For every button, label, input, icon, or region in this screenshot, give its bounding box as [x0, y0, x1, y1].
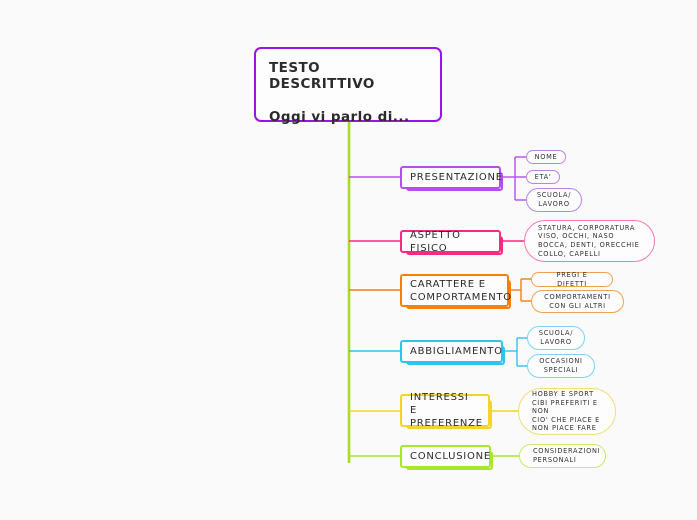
branch-interessi-e-preferenze[interactable]: INTERESSI E PREFERENZE — [400, 392, 492, 429]
leaf-label: PREGI E DIFETTI — [556, 270, 588, 288]
leaf-occasioni-speciali[interactable]: OCCASIONI SPECIALI — [527, 354, 595, 378]
leaf-label: OCCASIONI SPECIALI — [539, 357, 583, 374]
branch-label: CARATTERE E COMPORTAMENTO — [410, 278, 512, 303]
leaf-nome[interactable]: NOME — [526, 150, 566, 164]
leaf-label: SCUOLA/ LAVORO — [538, 329, 574, 346]
branch-abbigliamento[interactable]: ABBIGLIAMENTO — [400, 340, 505, 365]
leaf-label: STATURA, CORPORATURA VISO, OCCHI, NASO B… — [538, 223, 640, 258]
branch-label: ASPETTO FISICO — [410, 229, 461, 254]
root-subtitle: Oggi vi parlo di... — [269, 109, 410, 125]
leaf-aspetto-dettagli[interactable]: STATURA, CORPORATURA VISO, OCCHI, NASO B… — [524, 220, 655, 262]
branch-label: CONCLUSIONE — [410, 451, 491, 462]
leaf-label: HOBBY E SPORT CIBI PREFERITI E NON CIO' … — [532, 390, 601, 433]
leaf-pregi-e-difetti[interactable]: PREGI E DIFETTI — [531, 270, 613, 288]
branch-conclusione[interactable]: CONCLUSIONE — [400, 445, 493, 470]
leaf-label: ETA' — [534, 172, 552, 181]
branch-label: PRESENTAZIONE — [410, 172, 503, 183]
branch-carattere-e-comportamento[interactable]: CARATTERE E COMPORTAMENTO — [400, 274, 512, 309]
branch-label: INTERESSI E PREFERENZE — [410, 392, 483, 429]
root-node[interactable]: TESTO DESCRITTIVO Oggi vi parlo di... — [254, 47, 442, 125]
leaf-considerazioni-personali[interactable]: CONSIDERAZIONI PERSONALI — [519, 444, 606, 468]
leaf-eta[interactable]: ETA' — [526, 170, 560, 184]
branch-presentazione[interactable]: PRESENTAZIONE — [400, 166, 503, 191]
leaf-comportamenti-con-gli-altri[interactable]: COMPORTAMENTI CON GLI ALTRI — [531, 290, 624, 313]
leaf-label: COMPORTAMENTI CON GLI ALTRI — [544, 292, 611, 310]
leaf-scuola-lavoro[interactable]: SCUOLA/ LAVORO — [526, 188, 582, 212]
leaf-label: SCUOLA/ LAVORO — [536, 191, 572, 208]
branch-aspetto-fisico[interactable]: ASPETTO FISICO — [400, 229, 503, 255]
leaf-abbigliamento-scuola-lavoro[interactable]: SCUOLA/ LAVORO — [527, 326, 585, 350]
branch-label: ABBIGLIAMENTO — [410, 346, 503, 357]
leaf-interessi-dettagli[interactable]: HOBBY E SPORT CIBI PREFERITI E NON CIO' … — [518, 388, 616, 435]
leaf-label: NOME — [534, 152, 558, 161]
root-title: TESTO DESCRITTIVO — [269, 60, 375, 92]
leaf-label: CONSIDERAZIONI PERSONALI — [533, 447, 601, 464]
